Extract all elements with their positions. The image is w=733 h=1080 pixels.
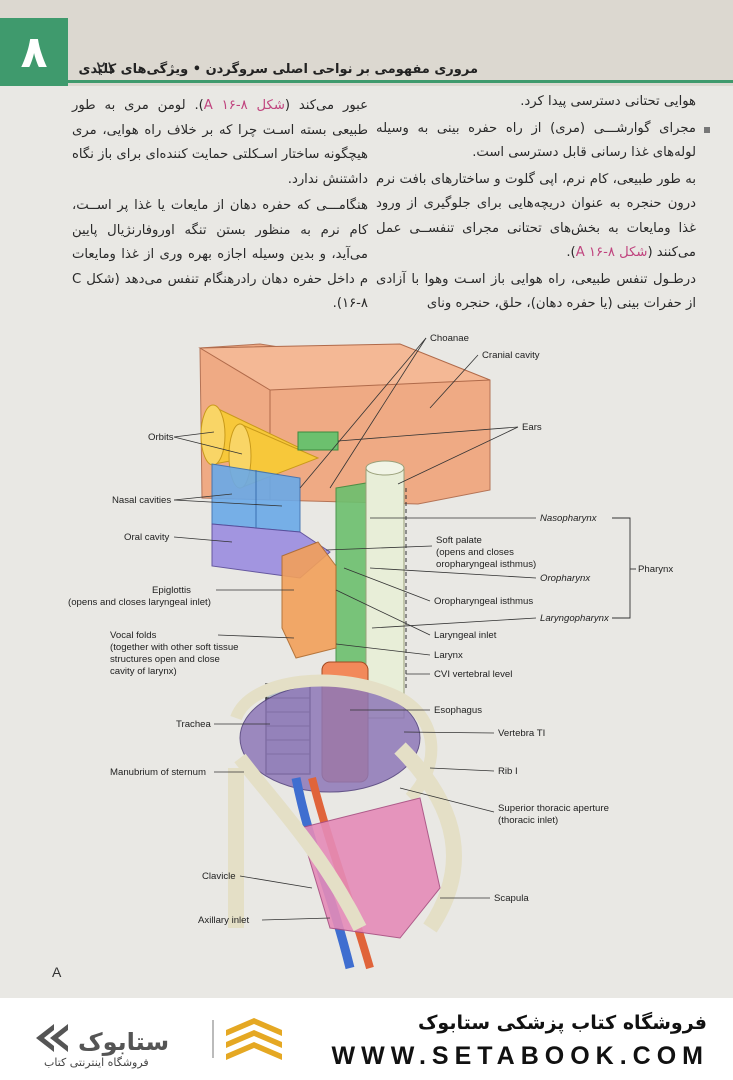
rib-i-shape: [230, 674, 438, 803]
label-orbits: Orbits: [148, 432, 174, 443]
label-clavicle: Clavicle: [202, 871, 236, 882]
label-cvi-vertebral-level: CVI vertebral level: [434, 669, 512, 680]
setabook-logo: ستابوک: [36, 1018, 282, 1060]
larynx-shape: [281, 541, 337, 659]
label-epiglottis-desc: (opens and closes laryngeal inlet): [68, 597, 211, 608]
axillary-inlet-shape: [299, 797, 441, 939]
label-soft-palate-desc: oropharyngeal isthmus): [436, 559, 536, 570]
figure-reference[interactable]: شکل A ۱۶-۸: [575, 245, 648, 260]
label-nasopharynx: Nasopharynx: [540, 513, 598, 524]
label-soft-palate-desc: (opens and closes: [436, 547, 514, 558]
paragraph: به طور طبیعی، کام نرم، اپی گلوت و ساختار…: [376, 168, 696, 266]
bullet-paragraph: مجرای گوارشـــی (مری) از راه حفره بینی ب…: [376, 117, 710, 166]
label-laryngeal-inlet: Laryngeal inlet: [434, 630, 497, 641]
clavicle-shape: [234, 753, 367, 932]
label-cranial-cavity: Cranial cavity: [482, 350, 540, 361]
chapter-number-tab: ۸: [0, 18, 68, 86]
label-vocal-folds-desc: (together with other soft tissue: [110, 642, 239, 653]
label-oropharyngeal-isthmus: Oropharyngeal isthmus: [434, 596, 533, 607]
paragraph: عبور می‌کند (شکل A ۱۶-۸). لومن مری به طو…: [72, 94, 368, 192]
logo-subtitle: فروشگاه اینترنتی کتاب: [44, 1056, 149, 1069]
label-larynx: Larynx: [434, 650, 463, 661]
running-title: مروری مفهومی بر نواحی اصلی سروگردن • ویژ…: [78, 62, 478, 77]
label-esophagus: Esophagus: [434, 705, 482, 716]
label-scapula: Scapula: [494, 893, 529, 904]
label-pharynx: Pharynx: [638, 564, 673, 575]
store-url[interactable]: WWW.SETABOOK.COM: [331, 1042, 709, 1070]
vertebral-column: [365, 467, 405, 719]
paragraph: درطـول تنفس طبیعی، راه هوایی باز اسـت وه…: [376, 271, 696, 312]
label-vocal-folds-desc: structures open and close: [110, 654, 220, 665]
page-number: ۲۱: [96, 58, 116, 79]
label-soft-palate: Soft palate: [436, 535, 482, 546]
logo-wordmark: ستابوک: [78, 1028, 169, 1056]
paragraph-text: به طور طبیعی، کام نرم، اپی گلوت و ساختار…: [376, 171, 696, 261]
label-vocal-folds: Vocal folds: [110, 630, 157, 641]
label-vocal-folds-desc: cavity of larynx): [110, 666, 177, 677]
label-epiglottis: Epiglottis: [152, 585, 191, 596]
paragraph-text: ).: [566, 245, 576, 260]
chapter-number: ۸: [20, 26, 48, 78]
label-rib-i: Rib I: [498, 766, 518, 777]
anatomy-figure: Choanae Cranial cavity Ears Orbits Nasal…: [68, 333, 673, 970]
label-oral-cavity: Oral cavity: [124, 532, 170, 543]
paragraph-text: ). لومن مری به طور طبیعی بسته اسـت چرا ک…: [72, 98, 368, 187]
label-superior-thoracic-aperture: Superior thoracic aperture: [498, 803, 609, 814]
label-thoracic-inlet: (thoracic inlet): [498, 815, 558, 826]
cranial-cavity-top: [198, 343, 491, 391]
figure-reference[interactable]: شکل A ۱۶-۸: [203, 98, 285, 113]
label-laryngopharynx: Laryngopharynx: [540, 613, 610, 624]
text-column-left: عبور می‌کند (شکل A ۱۶-۸). لومن مری به طو…: [72, 94, 368, 319]
label-choanae: Choanae: [430, 333, 469, 344]
ear-shape-1: [297, 431, 339, 451]
label-oropharynx: Oropharynx: [540, 573, 591, 584]
label-nasal-cavities: Nasal cavities: [112, 495, 171, 506]
paragraph: هوایی تحتانی دسترسی پیدا کرد.: [520, 94, 696, 109]
label-manubrium: Manubrium of sternum: [110, 767, 206, 778]
paragraph-text: عبور می‌کند (: [284, 98, 369, 113]
figure-panel-label: A: [52, 964, 62, 980]
header-divider: [68, 80, 733, 83]
scapula-shape: [394, 742, 462, 933]
page-header: [0, 0, 733, 86]
label-trachea: Trachea: [176, 719, 212, 730]
label-vertebra-ti: Vertebra TI: [498, 728, 545, 739]
label-ears: Ears: [522, 422, 542, 433]
paragraph: هنگامـــی که حفره دهان از مایعات یا غذا …: [72, 198, 368, 311]
text-column-right: هوایی تحتانی دسترسی پیدا کرد. مجرای گوار…: [376, 90, 710, 319]
store-name: فروشگاه کتاب پزشکی ستابوک: [417, 1012, 707, 1034]
footer-banner: ستابوک فروشگاه اینترنتی کتاب فروشگاه کتا…: [0, 998, 733, 1080]
label-axillary-inlet: Axillary inlet: [198, 915, 250, 926]
